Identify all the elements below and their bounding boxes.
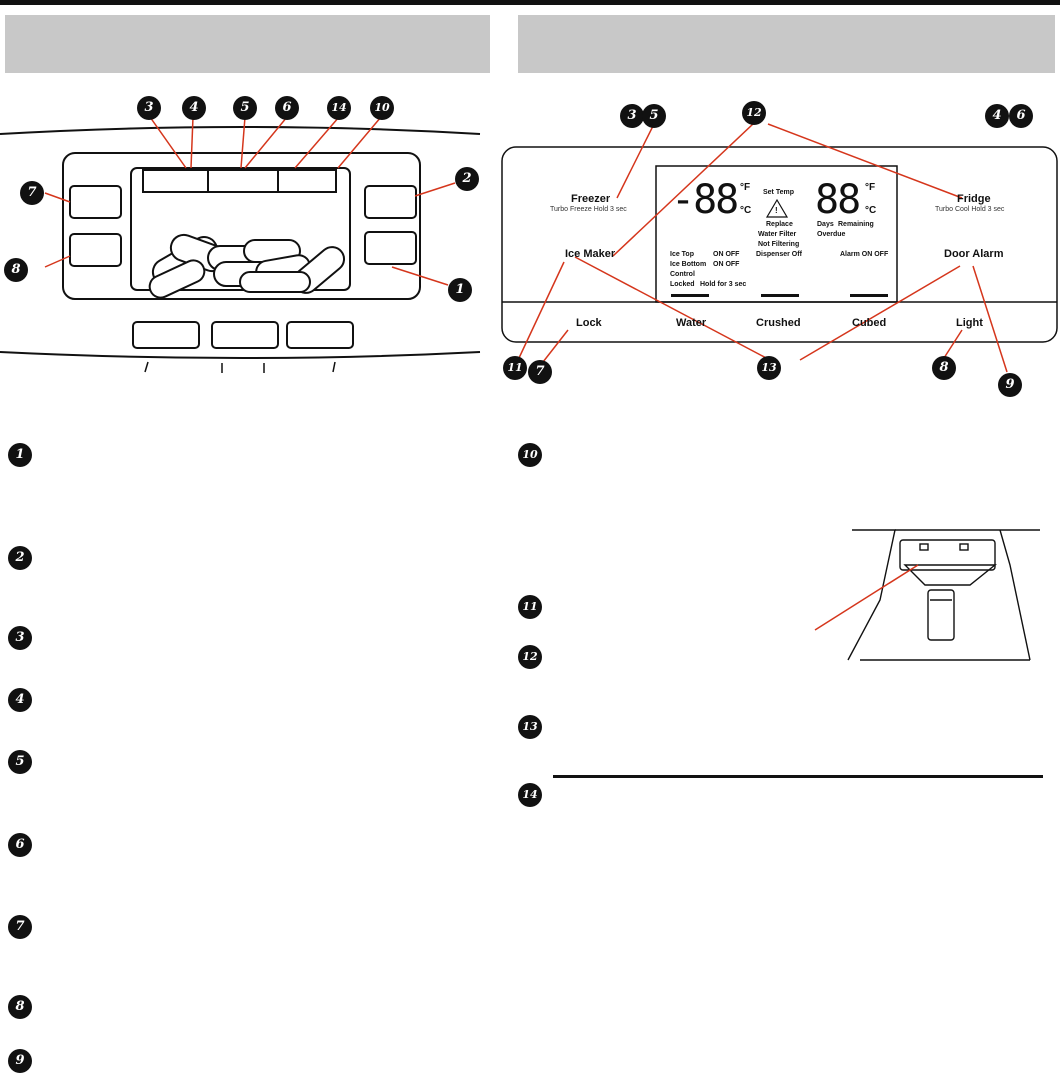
door-alarm-label: Door Alarm [944,248,1004,260]
item-badge-14: 14 [518,783,542,807]
freezer-temp-digits: -88 [671,177,739,223]
lcd-not-filtering: Not Filtering [758,241,800,248]
fridge-sub-label: Turbo Cool Hold 3 sec [935,206,1005,213]
callout-badge: 4 [985,104,1009,128]
lcd-ice-bottom-state: ON OFF [713,261,740,268]
item-badge-5: 5 [8,750,32,774]
filter-leader-line [814,564,919,631]
lcd-set-temp: Set Temp [763,189,794,196]
callout-badge: 4 [182,96,206,120]
callout-badge: 3 [620,104,644,128]
item-badge-12: 12 [518,645,542,669]
lcd-ice-top-state: ON OFF [713,251,740,258]
callout-badge: 5 [642,104,666,128]
callout-badge: 6 [1009,104,1033,128]
section-header-left [5,15,490,73]
item-badge-6: 6 [8,833,32,857]
freezer-label: Freezer [571,193,611,205]
lcd-days: Days [817,221,834,228]
callout-badge: 10 [370,96,394,120]
callout-badge: 14 [327,96,351,120]
callout-badge: 9 [998,373,1022,397]
freezer-deg-c: °C [740,205,752,216]
left-leader-lines [44,116,456,286]
right-control-panel-outline [501,146,1058,343]
water-filter-illustration [847,529,1040,661]
lock-button-label: Lock [576,317,602,329]
lcd-bars [671,294,888,297]
lcd-locked: Locked [670,281,695,288]
item-badge-3: 3 [8,626,32,650]
freezer-sub-label: Turbo Freeze Hold 3 sec [550,206,627,213]
lcd-remaining: Remaining [838,221,874,228]
item-14-rule [553,775,1043,778]
fridge-deg-c: °C [865,205,877,216]
item-badge-4: 4 [8,688,32,712]
lcd-warning-symbol: ! [775,206,778,215]
item-badge-7: 7 [8,915,32,939]
ice-cubes-illustration [148,233,346,299]
ice-maker-label: Ice Maker [565,248,616,260]
lcd-overdue: Overdue [817,231,846,238]
cubed-button-label: Cubed [852,317,887,329]
lcd-replace: Replace [766,221,793,228]
lcd-alarm: Alarm ON OFF [840,251,889,258]
callout-badge: 3 [137,96,161,120]
callout-badge: 7 [20,181,44,205]
callout-badge: 6 [275,96,299,120]
top-rule [0,0,1060,5]
item-badge-13: 13 [518,715,542,739]
callout-badge: 2 [455,167,479,191]
freezer-deg-f: °F [740,182,751,193]
light-button-label: Light [956,317,983,329]
fridge-deg-f: °F [865,182,876,193]
callout-badge: 7 [528,360,552,384]
fridge-label: Fridge [957,193,991,205]
item-badge-9: 9 [8,1049,32,1073]
fridge-temp-digits: 88 [815,177,861,223]
lcd-dispenser-off: Dispenser Off [756,251,802,258]
item-badge-2: 2 [8,546,32,570]
crushed-button-label: Crushed [756,317,801,329]
lcd-ice-top: Ice Top [670,251,694,258]
item-badge-1: 1 [8,443,32,467]
lcd-control: Control [670,271,695,278]
callout-badge: 8 [932,356,956,380]
item-badge-11: 11 [518,595,542,619]
callout-badge: 1 [448,278,472,302]
item-badge-10: 10 [518,443,542,467]
callout-badge: 8 [4,258,28,282]
lcd-ice-bottom: Ice Bottom [670,261,707,268]
item-badge-8: 8 [8,995,32,1019]
warning-triangle-icon [765,198,789,218]
callout-badge: 11 [503,356,527,380]
water-button-label: Water [676,317,707,329]
lcd-water-filter: Water Filter [758,231,797,238]
section-header-right [518,15,1055,73]
right-leader-lines [518,123,1008,373]
callout-badge: 5 [233,96,257,120]
callout-badge: 13 [757,356,781,380]
lcd-hold: Hold for 3 sec [700,281,747,288]
callout-badge: 12 [742,101,766,125]
